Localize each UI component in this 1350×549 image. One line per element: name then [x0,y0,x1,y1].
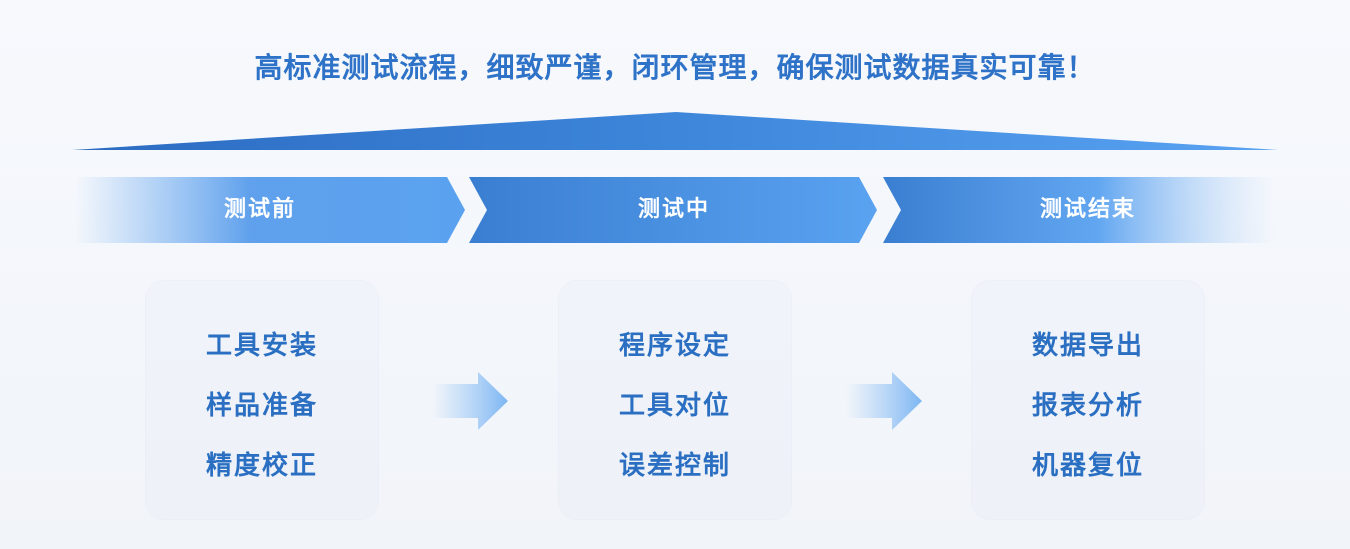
stage-before-test-chevron [75,177,465,243]
stage-before-test: 测试前 [75,177,467,243]
list-item: 样品准备 [205,391,318,421]
list-item: 报表分析 [1031,391,1144,421]
stage-after-test-chevron [883,177,1275,243]
list-item: 工具安装 [205,331,318,361]
stage-label: 测试结束 [1039,197,1136,222]
stage-during-test: 测试中 [469,177,879,243]
stage-label: 测试前 [223,197,296,222]
stage-during-test-card: 程序设定 工具对位 误差控制 [559,281,791,519]
flow-arrow-icon [432,372,508,430]
stage-during-test-chevron [469,177,877,243]
stage-label: 测试中 [637,197,710,222]
headline: 高标准测试流程，细致严谨，闭环管理，确保测试数据真实可靠！ [254,51,1096,84]
list-item: 机器复位 [1031,451,1144,481]
list-item: 数据导出 [1031,331,1144,361]
roof-shape [72,112,1278,150]
list-item: 误差控制 [618,451,731,481]
list-item: 程序设定 [618,331,731,361]
stage-after-test: 测试结束 [883,177,1275,243]
flow-arrow-icon [846,372,922,430]
stage-after-test-card: 数据导出 报表分析 机器复位 [972,281,1204,519]
stage-before-test-card: 工具安装 样品准备 精度校正 [146,281,378,519]
list-item: 工具对位 [618,391,731,421]
list-item: 精度校正 [205,451,318,481]
